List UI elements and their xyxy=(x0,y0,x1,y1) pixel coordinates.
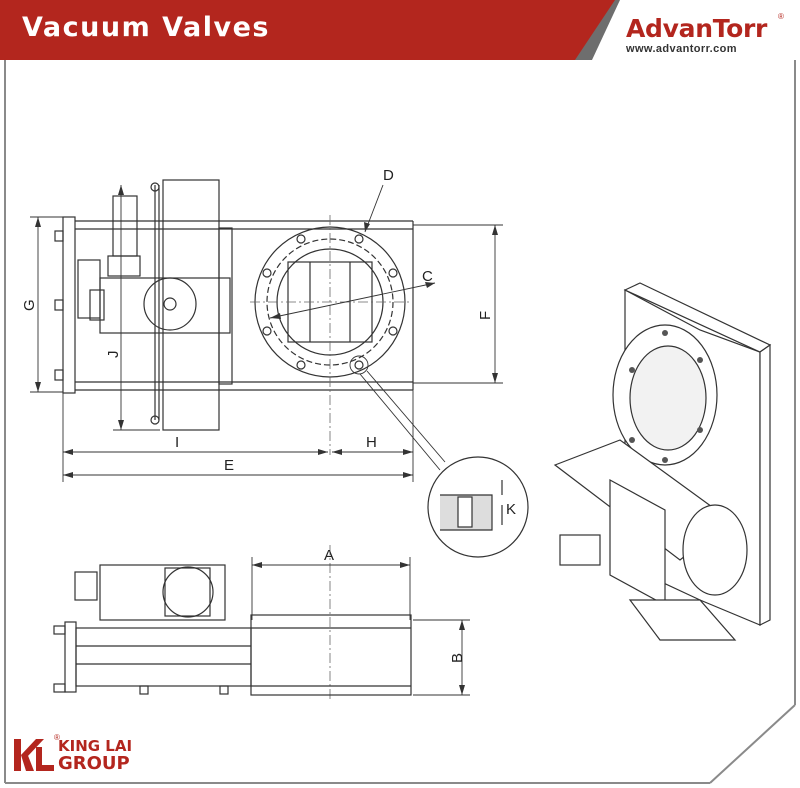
king-lai-logo-icon xyxy=(14,739,54,771)
dim-label-g: G xyxy=(21,299,38,311)
dim-label-e: E xyxy=(224,457,234,474)
footer-company-line1: KING LAI xyxy=(58,737,133,755)
brand-url[interactable]: www.advantorr.com xyxy=(626,43,737,55)
isometric-bolts xyxy=(629,330,703,463)
dim-label-i: I xyxy=(175,434,179,451)
detail-view xyxy=(427,456,529,558)
brand-name: AdvanTorr xyxy=(626,14,768,43)
footer-registered-mark: ® xyxy=(54,733,60,742)
dim-label-b: B xyxy=(449,653,466,663)
dim-label-a: A xyxy=(324,547,334,564)
dim-label-d: D xyxy=(383,167,394,184)
footer-company-line2: GROUP xyxy=(58,753,130,774)
arrowheads xyxy=(35,185,498,695)
brand-registered-mark: ® xyxy=(778,12,784,21)
page-title: Vacuum Valves xyxy=(22,12,270,43)
dim-label-f: F xyxy=(477,311,494,320)
dim-label-j: J xyxy=(105,351,122,359)
dimension-lines xyxy=(30,184,503,696)
centerlines xyxy=(250,215,410,700)
header-banner xyxy=(0,0,800,60)
side-view xyxy=(53,564,412,696)
page-frame xyxy=(4,60,796,784)
bolt-holes xyxy=(262,234,398,370)
dim-label-k: K xyxy=(506,501,516,518)
dim-label-h: H xyxy=(366,434,377,451)
isometric-view xyxy=(553,282,772,641)
dim-label-c: C xyxy=(422,268,433,285)
brand-logo[interactable]: AdvanTorr ® www.advantorr.com xyxy=(626,12,786,55)
